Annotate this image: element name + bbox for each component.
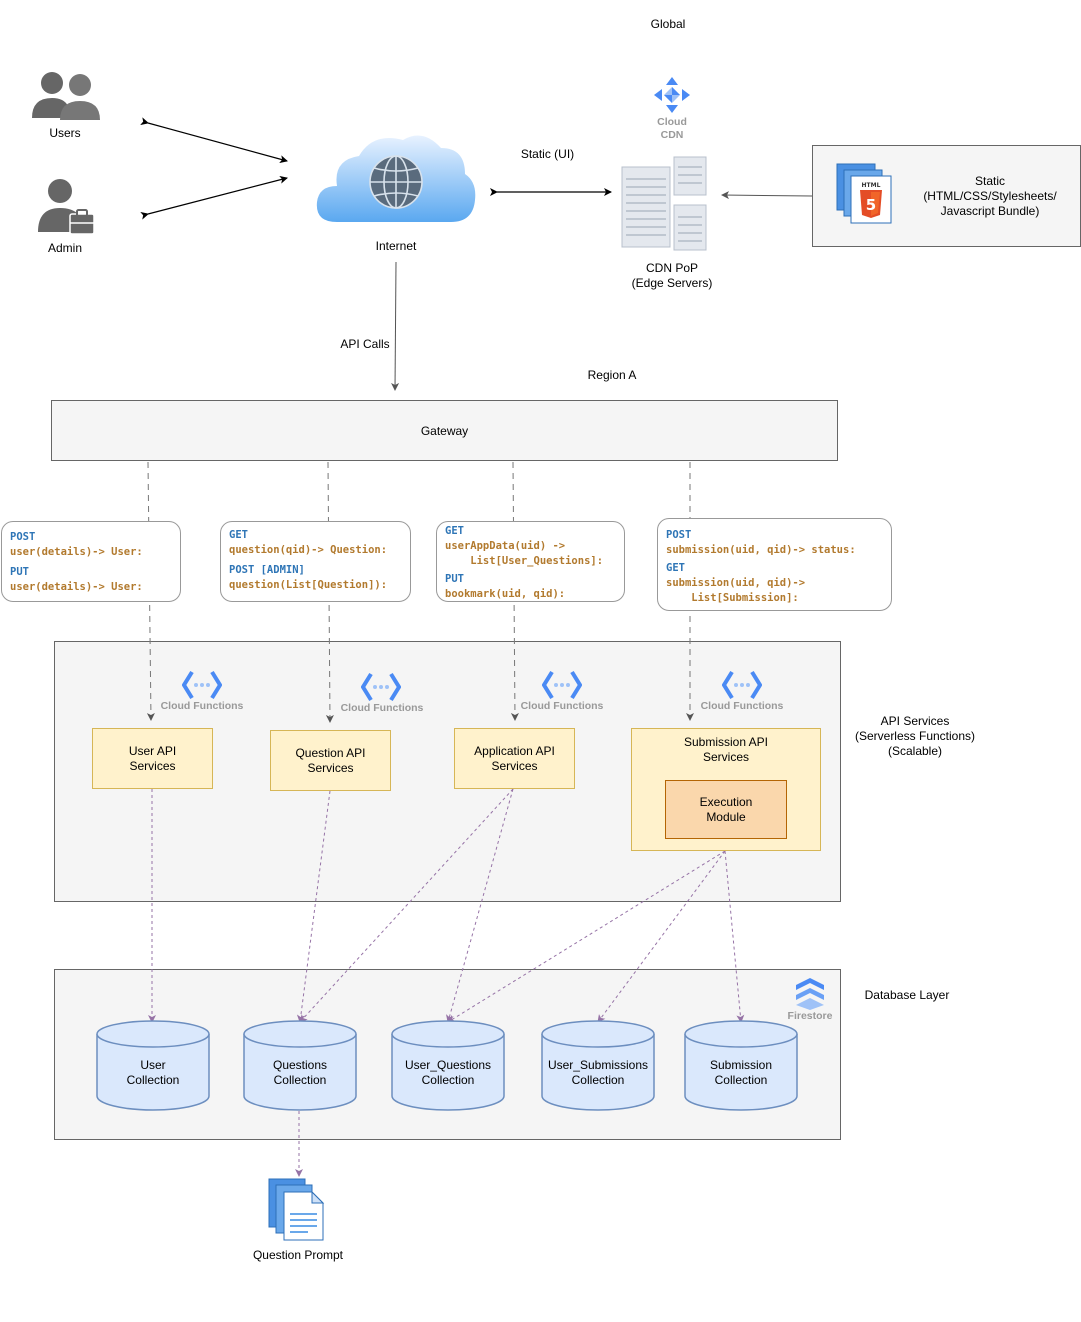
- static-ui-label: Static (UI): [520, 147, 575, 161]
- cloud-cdn-label: Cloud CDN: [657, 116, 687, 141]
- user-api-services-box: User API Services: [92, 728, 213, 789]
- gateway-label: Gateway: [420, 423, 469, 438]
- html5-file-icon: HTML 5: [836, 163, 892, 224]
- api-method: POST: [666, 529, 692, 541]
- users-icon: [32, 72, 100, 120]
- submission-api-card: POST submission(uid, qid)-> status: GET …: [657, 518, 892, 611]
- api-signature: bookmark(uid, qid):: [445, 588, 566, 600]
- service-label: User API Services: [128, 743, 177, 773]
- html5-badge-text: HTML: [862, 182, 881, 189]
- api-signature: submission(uid, qid)-> status:: [666, 544, 856, 556]
- region-label: Region A: [587, 368, 637, 382]
- app-svc-to-questions-coll: [299, 788, 514, 1023]
- questions-collection-cylinder: [243, 1020, 357, 1111]
- database-layer-label: Database Layer: [864, 988, 950, 1002]
- service-label: Question API Services: [295, 745, 366, 775]
- submission-collection-cylinder: [684, 1020, 798, 1111]
- users-internet-arrow: [140, 117, 288, 164]
- cloud-cdn-icon: [654, 77, 690, 113]
- app-svc-to-userq-coll: [446, 788, 514, 1023]
- cloud-functions-icon: [542, 670, 582, 700]
- api-calls-label: API Calls: [340, 337, 390, 351]
- firestore-label: Firestore: [787, 1010, 833, 1022]
- user-submissions-collection-cylinder: [541, 1020, 655, 1111]
- static-cdn-arrow: [721, 191, 813, 200]
- api-signature: submission(uid, qid)-> List[Submission]:: [666, 577, 806, 604]
- api-signature: userAppData(uid) -> List[User_Questions]…: [445, 540, 604, 567]
- admin-internet-arrow: [140, 175, 288, 220]
- application-api-card: GET userAppData(uid) -> List[User_Questi…: [436, 521, 625, 602]
- api-services-label: API Services (Serverless Functions) (Sca…: [854, 714, 976, 758]
- question-prompt-document-icon: [268, 1178, 325, 1241]
- collection-label: Submission Collection: [709, 1058, 773, 1087]
- question-api-card: GET question(qid)-> Question: POST [ADMI…: [220, 521, 411, 602]
- cloud-functions-label: Cloud Functions: [700, 700, 784, 712]
- execution-module-label: Execution Module: [699, 794, 753, 824]
- cloud-functions-label: Cloud Functions: [160, 700, 244, 712]
- firestore-icon: [796, 978, 824, 1010]
- cdn-pop-servers-icon: [621, 156, 707, 251]
- static-assets-label: Static (HTML/CSS/Stylesheets/ Javascript…: [923, 174, 1057, 218]
- internet-gateway-arrow: [391, 261, 400, 391]
- user-questions-collection-cylinder: [391, 1020, 505, 1111]
- execution-module-box: Execution Module: [665, 780, 787, 839]
- api-method: GET: [229, 529, 248, 541]
- collection-label: Questions Collection: [272, 1058, 328, 1087]
- sub-svc-to-usersub-coll: [597, 850, 726, 1023]
- api-signature: user(details)-> User:: [10, 581, 143, 593]
- api-method: GET: [445, 525, 464, 537]
- question-api-services-box: Question API Services: [270, 730, 391, 791]
- api-signature: question(List[Question]):: [229, 579, 388, 591]
- api-method: POST [ADMIN]: [229, 564, 305, 576]
- api-method: POST: [10, 531, 36, 543]
- cloud-functions-icon: [182, 670, 222, 700]
- api-signature: user(details)-> User:: [10, 546, 143, 558]
- admin-icon: [38, 179, 95, 235]
- service-label: Application API Services: [474, 743, 555, 773]
- gateway-box: Gateway: [51, 400, 838, 461]
- collection-label: User_Questions Collection: [404, 1058, 492, 1087]
- internet-cloud-icon: [316, 135, 476, 222]
- api-method: PUT: [10, 566, 29, 578]
- api-method: PUT: [445, 573, 464, 585]
- global-label: Global: [650, 17, 686, 31]
- service-label: Submission API Services: [683, 735, 769, 764]
- api-method: GET: [666, 562, 685, 574]
- application-api-services-box: Application API Services: [454, 728, 575, 789]
- cloud-functions-icon: [361, 672, 401, 702]
- cloud-functions-label: Cloud Functions: [520, 700, 604, 712]
- svg-text:5: 5: [866, 196, 876, 214]
- cloud-functions-icon: [722, 670, 762, 700]
- collection-label: User_Submissions Collection: [547, 1058, 649, 1087]
- collection-label: User Collection: [126, 1058, 180, 1087]
- cdn-pop-label: CDN PoP (Edge Servers): [631, 261, 713, 290]
- users-label: Users: [49, 126, 81, 140]
- admin-label: Admin: [47, 241, 82, 255]
- question-prompt-label: Question Prompt: [252, 1248, 344, 1262]
- api-signature: question(qid)-> Question:: [229, 544, 388, 556]
- internet-label: Internet: [375, 239, 417, 253]
- question-svc-to-questions-coll: [296, 790, 331, 1023]
- user-api-card: POST user(details)-> User: PUT user(deta…: [1, 521, 181, 602]
- sub-svc-to-userq-coll: [447, 850, 726, 1023]
- sub-svc-to-sub-coll: [724, 850, 745, 1023]
- user-collection-cylinder: [96, 1020, 210, 1111]
- cloud-functions-label: Cloud Functions: [340, 702, 424, 714]
